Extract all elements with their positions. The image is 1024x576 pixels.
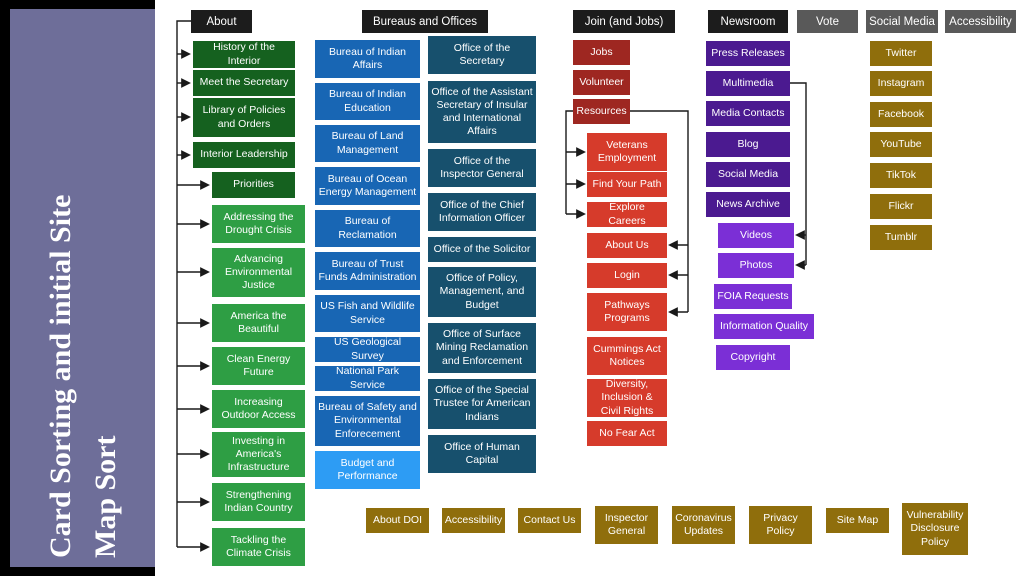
newsroom-header[interactable]: Newsroom [708, 10, 788, 33]
bureaus-header[interactable]: Bureaus and Offices [362, 10, 488, 33]
office-card[interactable]: Office of Surface Mining Reclamation and… [428, 323, 536, 373]
social-media-card[interactable]: Twitter [870, 41, 932, 66]
footer-card[interactable]: Accessibility [442, 508, 505, 533]
join-card[interactable]: Jobs [573, 40, 630, 65]
office-card[interactable]: Office of the Assistant Secretary of Ins… [428, 81, 536, 143]
about-card[interactable]: Interior Leadership [193, 142, 295, 168]
bureau-card[interactable]: Bureau of Safety and Environmental Enfor… [315, 396, 420, 446]
sidebar-title-line2: Map Sort [88, 435, 122, 559]
newsroom-card[interactable]: Blog [706, 132, 790, 157]
bureau-card[interactable]: US Geological Survey [315, 336, 420, 362]
join-card[interactable]: Explore Careers [587, 201, 667, 227]
office-card[interactable]: Office of the Solicitor [428, 237, 536, 262]
office-card[interactable]: Office of the Chief Information Officer [428, 193, 536, 231]
join-card[interactable]: Diversity, Inclusion & Civil Rights [587, 378, 667, 417]
about-card[interactable]: Clean Energy Future [212, 347, 305, 385]
social-media-card[interactable]: Facebook [870, 102, 932, 127]
newsroom-card[interactable]: Videos [718, 223, 794, 248]
join-card[interactable]: Pathways Programs [587, 293, 667, 331]
newsroom-card[interactable]: Media Contacts [706, 101, 790, 126]
footer-card[interactable]: Vulnerability Disclosure Policy [902, 503, 968, 555]
newsroom-card[interactable]: Photos [718, 253, 794, 278]
bureau-card[interactable]: US Fish and Wildlife Service [315, 295, 420, 332]
social-media-card[interactable]: Instagram [870, 71, 932, 96]
footer-card[interactable]: Site Map [826, 508, 889, 533]
newsroom-card[interactable]: FOIA Requests [714, 284, 792, 309]
footer-card[interactable]: About DOI [366, 508, 429, 533]
office-card[interactable]: Office of Policy, Management, and Budget [428, 267, 536, 317]
join-header[interactable]: Join (and Jobs) [573, 10, 675, 33]
bureau-card[interactable]: Budget and Performance [315, 451, 420, 489]
join-card[interactable]: About Us [587, 233, 667, 258]
join-card[interactable]: Login [587, 263, 667, 288]
about-card[interactable]: Increasing Outdoor Access [212, 390, 305, 428]
join-card[interactable]: Find Your Path [587, 172, 667, 197]
about-card[interactable]: History of the Interior [193, 41, 295, 68]
newsroom-card[interactable]: News Archive [706, 192, 790, 217]
about-card[interactable]: Tackling the Climate Crisis [212, 528, 305, 566]
newsroom-card[interactable]: Information Quality [714, 314, 814, 339]
join-card[interactable]: Volunteer [573, 70, 630, 95]
about-card[interactable]: America the Beautiful [212, 304, 305, 342]
about-card[interactable]: Priorities [212, 172, 295, 198]
about-card[interactable]: Library of Policies and Orders [193, 98, 295, 137]
sidebar-title: Card Sorting and initial Site Map Sort [38, 18, 128, 558]
newsroom-card[interactable]: Copyright [716, 345, 790, 370]
office-card[interactable]: Office of the Secretary [428, 36, 536, 74]
bureau-card[interactable]: Bureau of Indian Education [315, 83, 420, 120]
sidebar-title-line1: Card Sorting and initial Site [43, 194, 77, 558]
office-card[interactable]: Office of the Inspector General [428, 149, 536, 187]
footer-card[interactable]: Inspector General [595, 506, 658, 544]
bureau-card[interactable]: Bureau of Trust Funds Administration [315, 252, 420, 290]
about-card[interactable]: Addressing the Drought Crisis [212, 205, 305, 243]
social-media-card[interactable]: TikTok [870, 163, 932, 188]
office-card[interactable]: Office of Human Capital [428, 435, 536, 473]
footer-card[interactable]: Coronavirus Updates [672, 506, 735, 544]
bureau-card[interactable]: Bureau of Indian Affairs [315, 40, 420, 78]
newsroom-card[interactable]: Social Media [706, 162, 790, 187]
bureau-card[interactable]: Bureau of Land Management [315, 125, 420, 162]
accessibility-header[interactable]: Accessibility [945, 10, 1016, 33]
footer-card[interactable]: Contact Us [518, 508, 581, 533]
join-card[interactable]: Resources [573, 99, 630, 124]
join-card[interactable]: No Fear Act [587, 421, 667, 446]
about-card[interactable]: Strengthening Indian Country [212, 483, 305, 521]
social-media-header[interactable]: Social Media [866, 10, 938, 33]
office-card[interactable]: Office of the Special Trustee for Americ… [428, 379, 536, 429]
bureau-card[interactable]: Bureau of Reclamation [315, 210, 420, 247]
about-card[interactable]: Advancing Environmental Justice [212, 248, 305, 297]
bureau-card[interactable]: Bureau of Ocean Energy Management [315, 167, 420, 205]
join-card[interactable]: Cummings Act Notices [587, 337, 667, 375]
vote-header[interactable]: Vote [797, 10, 858, 33]
footer-card[interactable]: Privacy Policy [749, 506, 812, 544]
social-media-card[interactable]: YouTube [870, 132, 932, 157]
newsroom-card[interactable]: Multimedia [706, 71, 790, 96]
about-card[interactable]: Meet the Secretary [193, 70, 295, 96]
about-card[interactable]: Investing in America's Infrastructure [212, 432, 305, 477]
social-media-card[interactable]: Tumblr [870, 225, 932, 250]
sidebar: Card Sorting and initial Site Map Sort [10, 9, 155, 567]
newsroom-card[interactable]: Press Releases [706, 41, 790, 66]
social-media-card[interactable]: Flickr [870, 194, 932, 219]
about-header[interactable]: About [191, 10, 252, 33]
bureau-card[interactable]: National Park Service [315, 365, 420, 391]
join-card[interactable]: Veterans Employment [587, 133, 667, 171]
